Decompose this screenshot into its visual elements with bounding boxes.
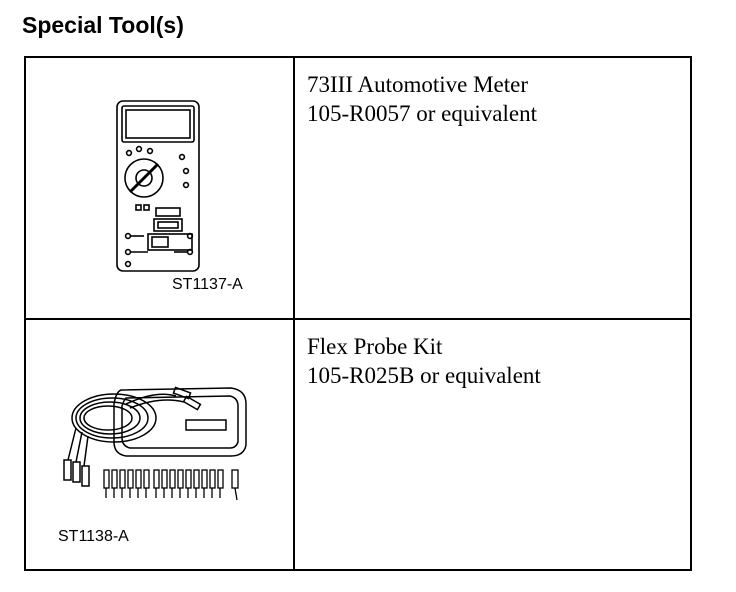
tool-row: ST1137-A 73III Automotive Meter 105-R005…	[26, 58, 690, 320]
tool-part-number: 105-R0057 or equivalent	[307, 101, 537, 126]
tool-name: 73III Automotive Meter	[307, 72, 529, 97]
image-code: ST1137-A	[172, 276, 243, 293]
multimeter-illustration	[116, 100, 200, 272]
tool-part-number: 105-R025B or equivalent	[307, 363, 541, 388]
tool-description-cell: 73III Automotive Meter 105-R0057 or equi…	[295, 58, 690, 318]
page-title: Special Tool(s)	[22, 12, 184, 38]
tool-image-cell: ST1138-A	[26, 320, 295, 569]
tool-description-cell: Flex Probe Kit 105-R025B or equivalent	[295, 320, 690, 569]
flex-probe-kit-illustration	[63, 386, 247, 501]
tool-row: ST1138-A Flex Probe Kit 105-R025B or equ…	[26, 320, 690, 569]
image-code: ST1138-A	[58, 528, 129, 545]
tool-image-cell: ST1137-A	[26, 58, 295, 318]
special-tools-table: ST1137-A 73III Automotive Meter 105-R005…	[24, 56, 692, 571]
tool-name: Flex Probe Kit	[307, 334, 443, 359]
